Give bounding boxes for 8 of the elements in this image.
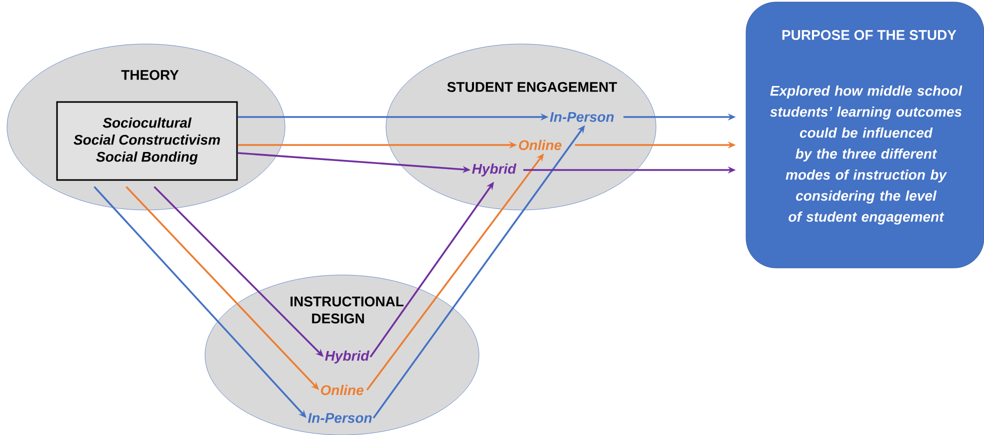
mode-label: In-Person xyxy=(308,413,372,423)
mode-label: Online xyxy=(518,140,562,150)
mode-label: Hybrid xyxy=(472,163,516,176)
theory-box: Sociocultural Social Constructivism Social Bonding xyxy=(56,101,238,181)
mode-label: Online xyxy=(320,384,364,396)
purpose-box: PURPOSE OF THE STUDY Explored how middle school students’ learning outcomes could be influenced by the three different modes of instruction by considering the level of student engagement xyxy=(746,2,984,268)
mode-label: Hybrid xyxy=(325,350,370,364)
mode-label: In-Person xyxy=(550,112,614,122)
